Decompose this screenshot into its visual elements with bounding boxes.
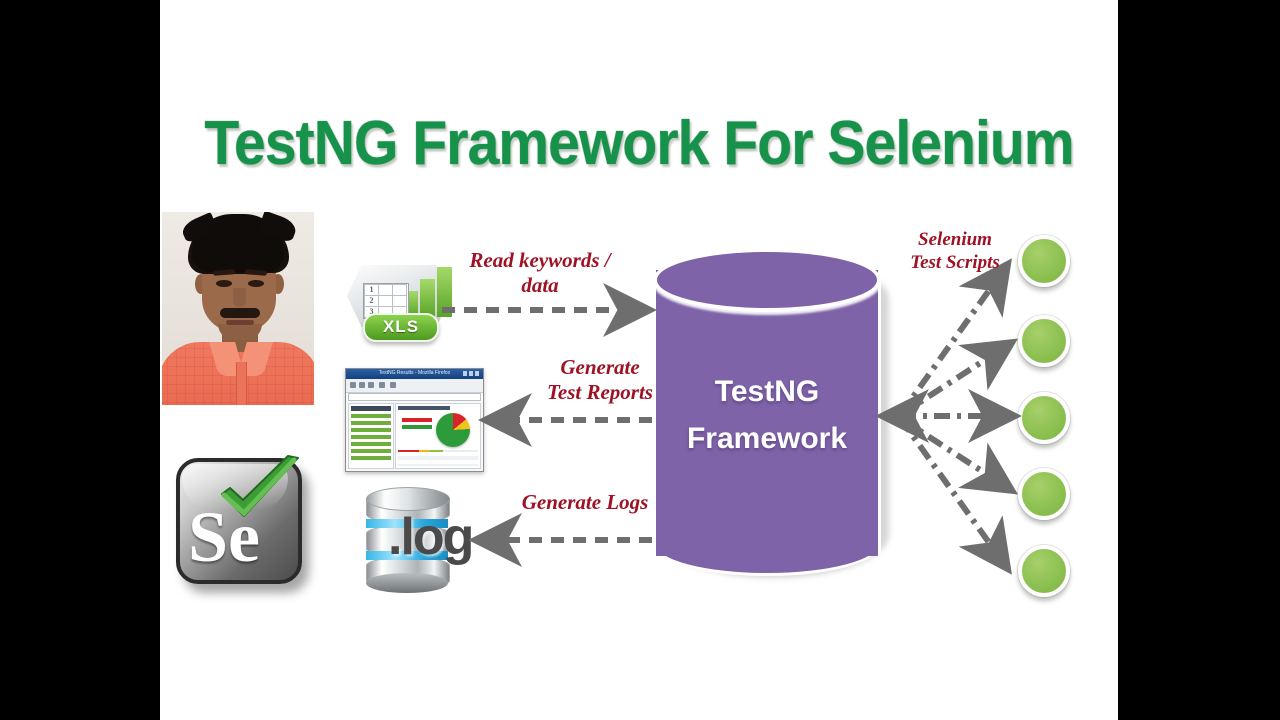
- photo-mouth: [226, 320, 254, 325]
- report-main-heading: [398, 406, 450, 410]
- test-script-node-3[interactable]: [1018, 392, 1070, 444]
- report-sidebar-row: [351, 421, 391, 425]
- report-window-buttons: [463, 371, 481, 376]
- xls-icon-bar-2: [420, 279, 435, 317]
- selenium-logo: Se: [170, 448, 310, 588]
- label-read-keywords: Read keywords / data: [469, 248, 611, 297]
- report-page-body: [346, 401, 483, 471]
- page-title: TestNG Framework For Selenium: [204, 109, 1074, 178]
- photo-hair: [192, 214, 284, 272]
- cylinder-label-line-2: Framework: [686, 422, 848, 455]
- report-results-table: [398, 452, 478, 466]
- test-script-node-1[interactable]: [1018, 235, 1070, 287]
- cylinder-label: TestNG Framework: [653, 368, 881, 462]
- photo-moustache: [220, 308, 260, 318]
- log-db-band-upper: [366, 519, 448, 528]
- report-sidebar-row: [351, 435, 391, 439]
- report-sidebar-row: [351, 442, 391, 446]
- photo-shirt-placket: [236, 362, 247, 405]
- photo-nose: [233, 288, 246, 307]
- arrow-drive-scripts: [897, 258, 1022, 575]
- report-sidebar-row: [351, 414, 391, 418]
- presenter-photo: [162, 212, 314, 405]
- xls-icon-bar-3: [437, 267, 452, 317]
- report-sidebar-row: [351, 449, 391, 453]
- report-legend-passed: [402, 425, 432, 429]
- report-sidebar-row: [351, 456, 391, 460]
- test-script-node-4[interactable]: [1018, 468, 1070, 520]
- report-main-pane: [395, 403, 481, 469]
- forward-icon: [359, 382, 365, 388]
- content-panel: TestNG Framework For Selenium: [160, 0, 1118, 720]
- report-sidebar-row: [351, 428, 391, 432]
- testng-cylinder: TestNG Framework: [653, 248, 889, 580]
- xls-icon-badge: XLS: [363, 313, 439, 342]
- log-db-band-lower: [366, 551, 448, 560]
- report-window-title: TestNG Results - Mozilla Firefox: [378, 370, 451, 376]
- log-db-top-cap: [366, 487, 450, 511]
- back-icon: [350, 382, 356, 388]
- report-toolbar: [346, 379, 483, 393]
- report-sidebar-heading: [351, 406, 391, 411]
- xls-file-icon: 1 2 3 XLS: [345, 243, 455, 342]
- letterbox-bar-right: [1118, 0, 1280, 720]
- reload-icon: [368, 382, 374, 388]
- test-script-node-2[interactable]: [1018, 315, 1070, 367]
- test-script-node-5[interactable]: [1018, 545, 1070, 597]
- cylinder-label-line-1: TestNG: [714, 375, 820, 408]
- report-window-titlebar: TestNG Results - Mozilla Firefox: [346, 369, 483, 379]
- report-url-bar: [348, 393, 481, 401]
- report-legend-failed: [402, 418, 432, 422]
- log-file-extension-text: .log: [388, 508, 474, 566]
- bookmark-icon: [390, 382, 396, 388]
- check-icon: [221, 455, 299, 517]
- cylinder-body: [653, 270, 881, 556]
- letterbox-bar-left: [0, 0, 160, 720]
- log-db-base: [366, 573, 448, 593]
- photo-chin: [218, 324, 262, 340]
- photo-eye-right: [248, 280, 264, 287]
- label-generate-test-reports: Generate Test Reports: [547, 355, 653, 404]
- report-sidebar: [348, 403, 394, 469]
- home-icon: [379, 382, 385, 388]
- label-generate-logs: Generate Logs: [521, 490, 649, 514]
- label-selenium-test-scripts: Selenium Test Scripts: [910, 229, 1000, 273]
- cylinder-top-ellipse: [653, 248, 881, 312]
- log-database-icon: .log: [360, 485, 480, 593]
- photo-eye-left: [216, 280, 232, 287]
- report-pie-chart: [436, 413, 470, 447]
- test-report-thumbnail: TestNG Results - Mozilla Firefox: [345, 368, 484, 472]
